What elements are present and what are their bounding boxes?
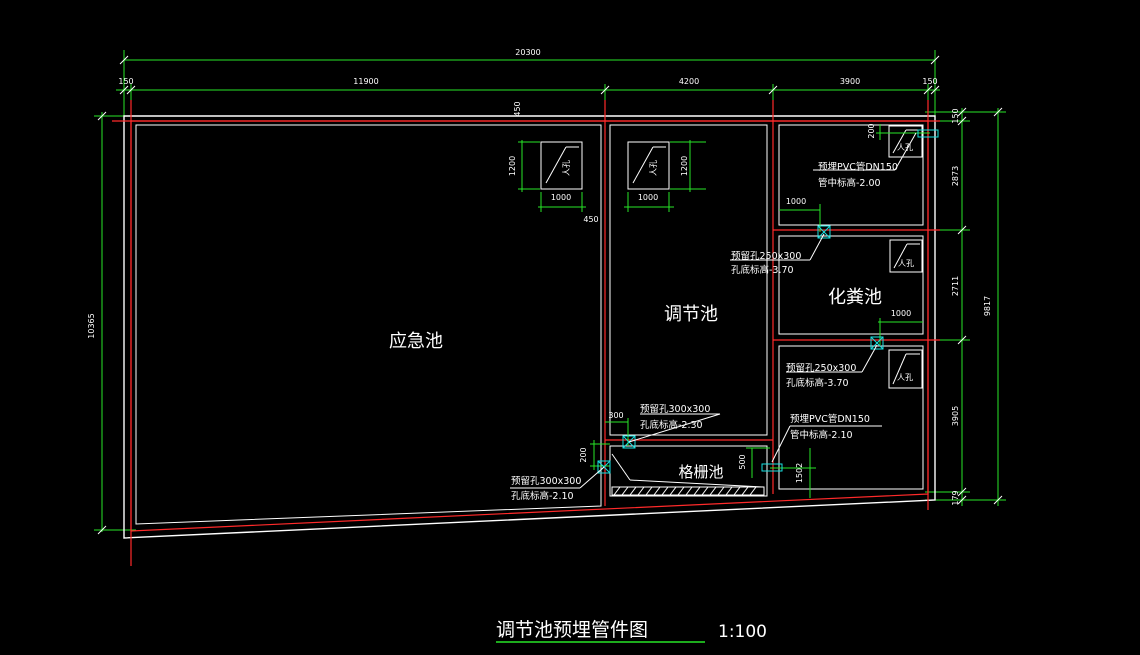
note-hole-a-2: 孔底标高-3.70 [731,264,794,276]
top-dimensions [116,50,940,118]
note-pvc-bot-2: 管中标高-2.10 [790,429,853,441]
drawing-title: 调节池预埋管件图 [496,619,648,641]
note-pvc-bot-1: 预埋PVC管DN150 [790,413,870,425]
note-hole-b-1: 预留孔250x300 [786,362,856,374]
red-axis-lines [112,100,940,566]
manhole-2 [627,141,670,190]
dim-right-4: 3905 [951,406,960,426]
dim-top-5: 150 [922,77,937,86]
drawing-scale: 1:100 [718,622,767,642]
hole-marker-a [817,225,831,239]
manhole-5-label: 人孔 [897,373,913,382]
dim-total-height-right: 9817 [983,296,992,316]
dim-pvc-500: 500 [738,454,747,469]
dim-top-4: 3900 [840,77,860,86]
dim-right-1: 150 [951,108,960,123]
manhole-5 [888,349,923,389]
note-hole-c-2: 孔底标高-2.30 [640,419,703,431]
dim-top-3: 4200 [679,77,699,86]
dim-septic-1-width: 1000 [786,197,806,206]
room-label-grille: 格栅池 [678,463,723,481]
dim-mh2-height: 1200 [680,156,689,176]
grille-hatch [611,453,765,496]
room-label-regulating: 调节池 [664,304,718,325]
dim-total-width: 20300 [515,48,540,57]
note-pvc-top-1: 预埋PVC管DN150 [818,161,898,173]
hole-marker-b [870,336,884,350]
note-pvc-top-2: 管中标高-2.00 [818,177,881,189]
leader-lines [510,132,917,489]
left-dimensions [94,111,136,535]
note-hole-d-2: 孔底标高-2.10 [511,490,574,502]
pvc-pipe-marker-bottom [761,463,783,472]
manhole-2-label: 人孔 [649,160,658,176]
dim-wall-450-b: 450 [583,215,598,224]
dim-top-2: 11900 [353,77,378,86]
room-label-emergency: 应急池 [389,331,443,352]
manhole-4-label: 人孔 [898,259,914,268]
dim-total-height-left: 10365 [87,313,96,338]
dim-right-3: 2711 [951,276,960,296]
septic-tank-walls [778,124,924,490]
dim-pvc-1502: 1502 [795,463,804,483]
dim-mh1-width: 1000 [551,193,571,202]
manhole-4 [889,239,923,273]
dim-septic-2-width: 1000 [891,309,911,318]
dim-right-5: 179 [951,490,960,505]
outer-walls [123,115,936,539]
dim-top-1: 150 [118,77,133,86]
pvc-pipe-marker-top [917,129,939,138]
note-hole-c-1: 预留孔300x300 [640,403,710,415]
note-hole-b-2: 孔底标高-3.70 [786,377,849,389]
note-hole-d-1: 预留孔300x300 [511,475,581,487]
dim-hole-300: 300 [608,411,623,420]
manhole-1-label: 人孔 [562,160,571,176]
right-dimensions [925,107,1006,506]
dim-hole-200: 200 [579,447,588,462]
room-label-septic: 化粪池 [828,287,882,308]
dim-mh1-height: 1200 [508,156,517,176]
note-hole-a-1: 预留孔250x300 [731,250,801,262]
manhole-1 [540,141,583,190]
dim-right-2: 2873 [951,166,960,186]
manhole-3-label: 人孔 [897,143,913,152]
dim-pvc-200: 200 [867,123,876,138]
dim-mh2-width: 1000 [638,193,658,202]
dim-wall-450-a: 450 [513,101,522,116]
